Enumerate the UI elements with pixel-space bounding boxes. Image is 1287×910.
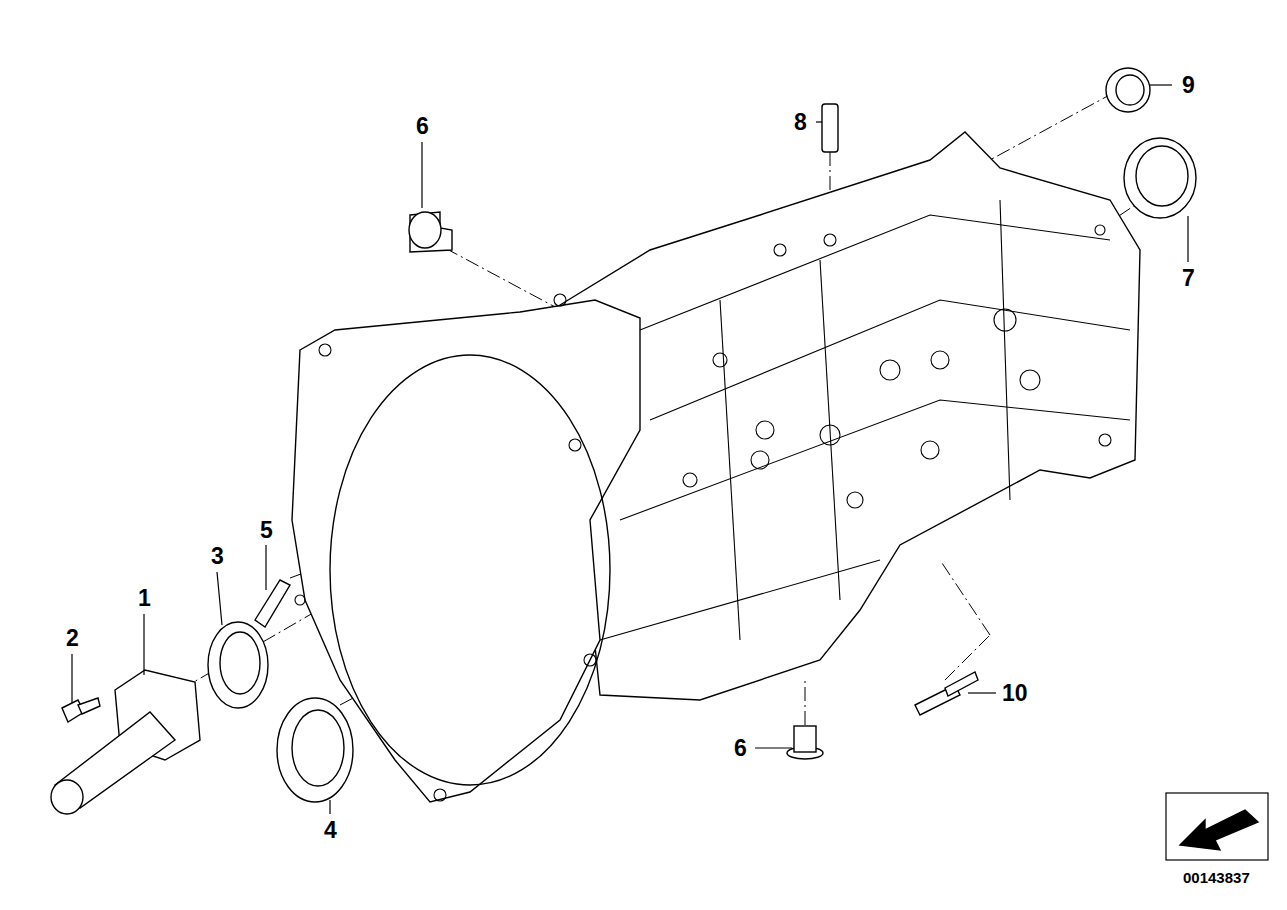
gearbox-housing — [292, 132, 1140, 802]
housing-details — [295, 200, 1130, 801]
callout-number: 4 — [324, 819, 337, 842]
callout-number: 6 — [734, 737, 747, 760]
callout-number: 2 — [66, 627, 79, 650]
callout-number: 8 — [794, 111, 807, 134]
callout-number: 6 — [416, 115, 429, 138]
parts — [51, 68, 1196, 814]
callout-number: 9 — [1182, 74, 1195, 97]
diagram-number: 00143837 — [1183, 870, 1250, 885]
leader-lines — [72, 85, 1188, 814]
direction-icon — [1166, 793, 1268, 860]
callout-number: 3 — [211, 545, 224, 568]
callout-number: 7 — [1182, 267, 1195, 290]
callout-number: 1 — [138, 587, 151, 610]
callout-number: 5 — [260, 519, 273, 542]
callout-number: 10 — [1002, 682, 1028, 705]
